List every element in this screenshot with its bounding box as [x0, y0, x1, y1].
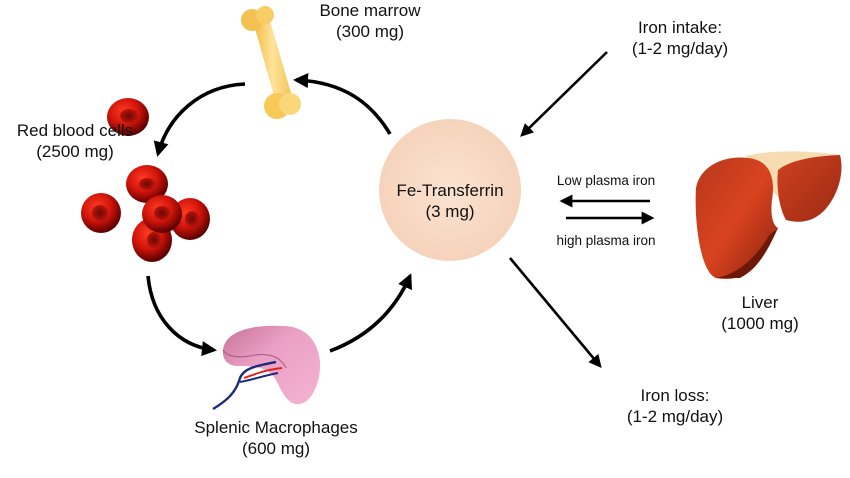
liver-label: Liver (1000 mg): [700, 292, 820, 334]
transferrin-label: Fe-Transferrin (3 mg): [379, 180, 521, 222]
iron-intake-label: Iron intake: (1-2 mg/day): [610, 17, 750, 59]
red-blood-cells-label: Red blood cells (2500 mg): [0, 120, 150, 162]
splenic-macrophages-label: Splenic Macrophages (600 mg): [170, 417, 382, 459]
arrow-transferrin-to-loss: [509, 257, 602, 368]
arrow-bone-marrow-to-rbc: [153, 82, 246, 157]
red-blood-cells-icon: [81, 98, 210, 262]
flow-arrows: [509, 51, 655, 368]
iron-intake-amount: (1-2 mg/day): [631, 39, 729, 58]
iron-intake-name: Iron intake:: [637, 18, 723, 37]
bone-marrow-name: Bone marrow: [319, 1, 421, 20]
transferrin-name: Fe-Transferrin: [396, 181, 504, 200]
transferrin-circle: [379, 119, 521, 261]
arrow-rbc-to-spleen: [146, 275, 218, 357]
high-plasma-iron-label: high plasma iron: [556, 233, 656, 248]
red-blood-cells-amount: (2500 mg): [36, 142, 114, 161]
iron-loss-name: Iron loss:: [640, 386, 710, 405]
red-blood-cells-name: Red blood cells: [16, 121, 134, 140]
liver-name: Liver: [741, 293, 779, 312]
bone-marrow-label: Bone marrow (300 mg): [300, 0, 440, 42]
bone-marrow-amount: (300 mg): [335, 22, 405, 41]
iron-loss-label: Iron loss: (1-2 mg/day): [605, 385, 745, 427]
bone-icon: [241, 6, 301, 119]
cycle-arrows: [146, 72, 413, 357]
splenic-macrophages-amount: (600 mg): [241, 439, 311, 458]
liver-amount: (1000 mg): [721, 314, 799, 333]
splenic-macrophages-name: Splenic Macrophages: [194, 418, 358, 437]
spleen-icon: [212, 325, 321, 411]
arrow-intake-to-transferrin: [520, 51, 608, 137]
low-plasma-iron-label: Low plasma iron: [556, 173, 656, 188]
transferrin-amount: (3 mg): [425, 202, 475, 221]
iron-loss-amount: (1-2 mg/day): [626, 407, 724, 426]
arrow-transferrin-to-bone-marrow: [292, 72, 392, 135]
liver-icon: [695, 151, 842, 279]
arrow-spleen-to-transferrin: [329, 273, 413, 353]
